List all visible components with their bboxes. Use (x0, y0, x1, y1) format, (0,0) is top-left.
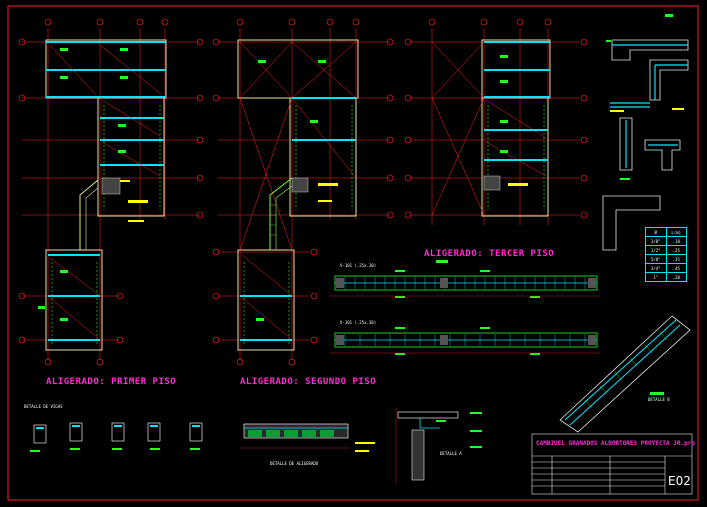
rebar-table: Ø L(m) 3/8".18 1/2".25 5/8".35 3/4".45 1… (645, 227, 687, 282)
title-block (531, 433, 693, 495)
title-primer-piso: ALIGERADO: PRIMER PISO (46, 377, 177, 387)
rebar-cell: .18 (665, 236, 687, 246)
rebar-cell: .35 (665, 254, 687, 264)
beam-label-1: V-101 (.25x.30) (340, 263, 377, 268)
detail-a (395, 408, 482, 484)
detail-aligerado-label: DETALLE DE ALIGERADO (270, 461, 319, 466)
rebar-cell: .45 (665, 263, 687, 273)
table-row: 1/2".25 (645, 245, 687, 255)
rebar-cell: .25 (665, 245, 687, 255)
table-row: 1".20 (645, 272, 687, 282)
detail-a-label: DETALLE A (440, 451, 462, 456)
table-row: 3/8".18 (645, 236, 687, 246)
rebar-header-len: L(m) (665, 227, 687, 237)
rebar-table-header: Ø L(m) (645, 227, 687, 237)
plan-tercer-piso (404, 18, 588, 263)
rebar-cell: 3/4" (645, 263, 667, 273)
sheet-border (7, 5, 699, 501)
sheet-number: E02 (668, 474, 691, 488)
title-block-project: CAMBIUEL GRANADOS ALBORTORES PROYECTA JR… (536, 440, 695, 447)
rebar-cell: .20 (665, 272, 687, 282)
detail-vigas-label: DETALLE DE VIGAS (24, 404, 63, 409)
beam-label-2: V-101 (.25x.30) (340, 320, 377, 325)
rebar-cell: 3/8" (645, 236, 667, 246)
detail-b (559, 315, 691, 433)
aligerado-section (240, 423, 375, 452)
detail-b-label: DETALLE B (648, 397, 670, 402)
table-row: 3/4".45 (645, 263, 687, 273)
rebar-cell: 1" (645, 272, 667, 282)
rebar-cell: 5/8" (645, 254, 667, 264)
title-segundo-piso: ALIGERADO: SEGUNDO PISO (240, 377, 377, 387)
beam-elevation-2 (330, 327, 600, 355)
rebar-header-dia: Ø (645, 227, 667, 237)
plan-primer-piso (18, 18, 204, 366)
beam-elevation-1 (330, 270, 600, 298)
beam-section-details (33, 422, 203, 444)
joint-details (602, 39, 689, 251)
plan-segundo-piso (212, 18, 394, 366)
title-tercer-piso: ALIGERADO: TERCER PISO (424, 249, 555, 259)
table-row: 5/8".35 (645, 254, 687, 264)
rebar-cell: 1/2" (645, 245, 667, 255)
